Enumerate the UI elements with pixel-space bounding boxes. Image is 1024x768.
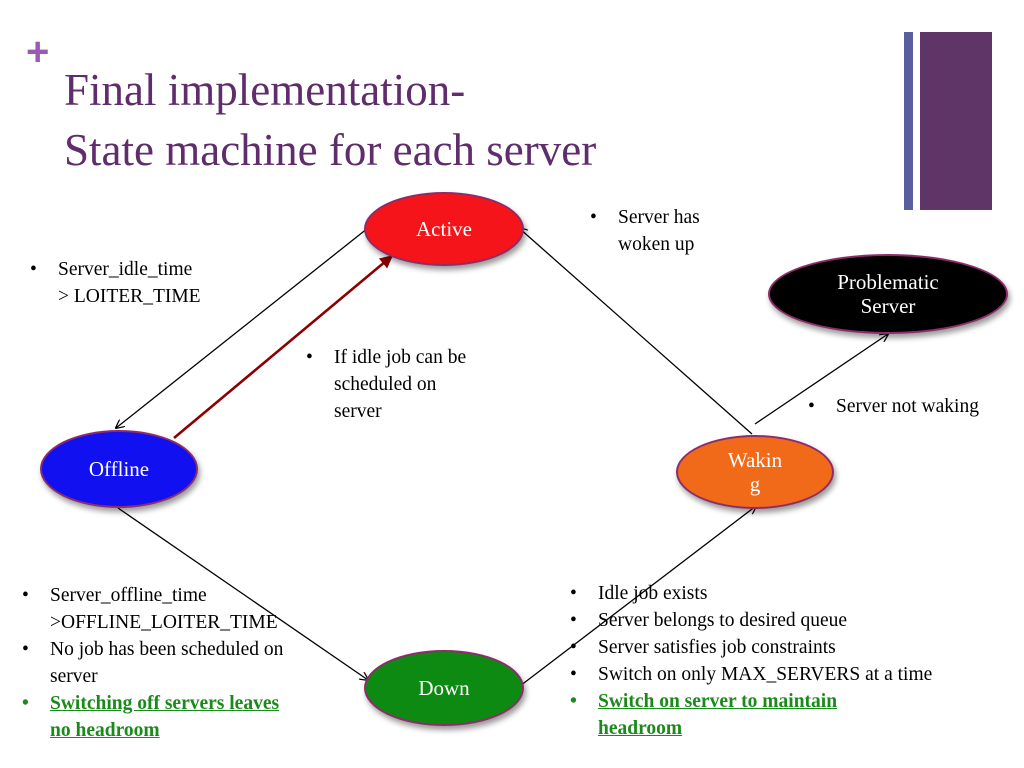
state-down: Down: [364, 650, 524, 726]
note-line: >OFFLINE_LOITER_TIME: [50, 612, 278, 633]
state-active-label: Active: [416, 217, 472, 241]
note-line: server: [50, 666, 98, 687]
state-waking-label-line2: g: [749, 472, 761, 496]
note-line: server: [334, 401, 382, 422]
note-offline-to-down: Server_offline_time >OFFLINE_LOITER_TIME…: [18, 582, 283, 744]
note-item: Server not waking: [804, 393, 979, 420]
note-item-highlight: Switching off servers leaves no headroom: [18, 690, 283, 744]
note-waking-to-problematic: Server not waking: [804, 393, 979, 420]
note-active-to-offline: Server_idle_time > LOITER_TIME: [26, 256, 201, 310]
note-line: No job has been scheduled on: [50, 639, 284, 660]
note-item: Server belongs to desired queue: [566, 607, 932, 634]
title-line-2: State machine for each server: [64, 125, 597, 175]
plus-bullet: +: [26, 30, 50, 74]
state-problematic-label: Problematic Server: [837, 270, 938, 318]
slide-title: Final implementation- State machine for …: [64, 60, 596, 180]
note-waking-to-active: Server has woken up: [586, 204, 700, 258]
decorative-bar-thick: [920, 32, 992, 210]
title-line-1: Final implementation-: [64, 65, 466, 115]
state-down-label: Down: [418, 676, 470, 700]
note-line: Server has: [618, 207, 700, 228]
note-line: no headroom: [50, 720, 160, 741]
note-item: Idle job exists: [566, 580, 932, 607]
note-item: If idle job can be scheduled on server: [302, 344, 466, 425]
note-line: Switching off servers leaves: [50, 693, 280, 714]
arrow-active-to-offline: [116, 227, 369, 428]
arrow-waking-to-active: [519, 228, 753, 435]
state-offline: Offline: [40, 430, 198, 508]
arrow-offline-to-active: [173, 255, 393, 439]
note-offline-to-active: If idle job can be scheduled on server: [302, 344, 466, 425]
note-line: headroom: [598, 718, 683, 739]
state-offline-label: Offline: [88, 457, 150, 481]
note-line: Server_offline_time: [50, 585, 207, 606]
state-active: Active: [364, 192, 524, 266]
state-waking-label-line1: Wakin: [727, 448, 783, 472]
note-item: Server has woken up: [586, 204, 700, 258]
note-item: Server_idle_time > LOITER_TIME: [26, 256, 201, 310]
arrow-waking-to-problematic: [754, 334, 888, 425]
note-item: No job has been scheduled on server: [18, 636, 283, 690]
note-item-highlight: Switch on server to maintain headroom: [566, 688, 932, 742]
note-line: > LOITER_TIME: [58, 286, 201, 307]
note-line: Server_idle_time: [58, 259, 193, 280]
state-problematic-label-line1: Problematic: [837, 270, 939, 294]
note-line: Switch on server to maintain: [598, 691, 838, 712]
state-waking-label: Wakin g: [715, 448, 795, 496]
note-line: woken up: [618, 234, 695, 255]
note-item: Server satisfies job constraints: [566, 634, 932, 661]
state-waking: Wakin g: [676, 435, 834, 509]
note-item: Switch on only MAX_SERVERS at a time: [566, 661, 932, 688]
state-problematic-label-line2: Server: [860, 294, 916, 318]
note-down-to-waking: Idle job exists Server belongs to desire…: [566, 580, 932, 742]
note-item: Server_offline_time >OFFLINE_LOITER_TIME: [18, 582, 283, 636]
note-line: scheduled on: [334, 374, 437, 395]
state-problematic-server: Problematic Server: [768, 254, 1008, 334]
note-line: If idle job can be: [334, 347, 467, 368]
decorative-bar-thin: [904, 32, 913, 210]
